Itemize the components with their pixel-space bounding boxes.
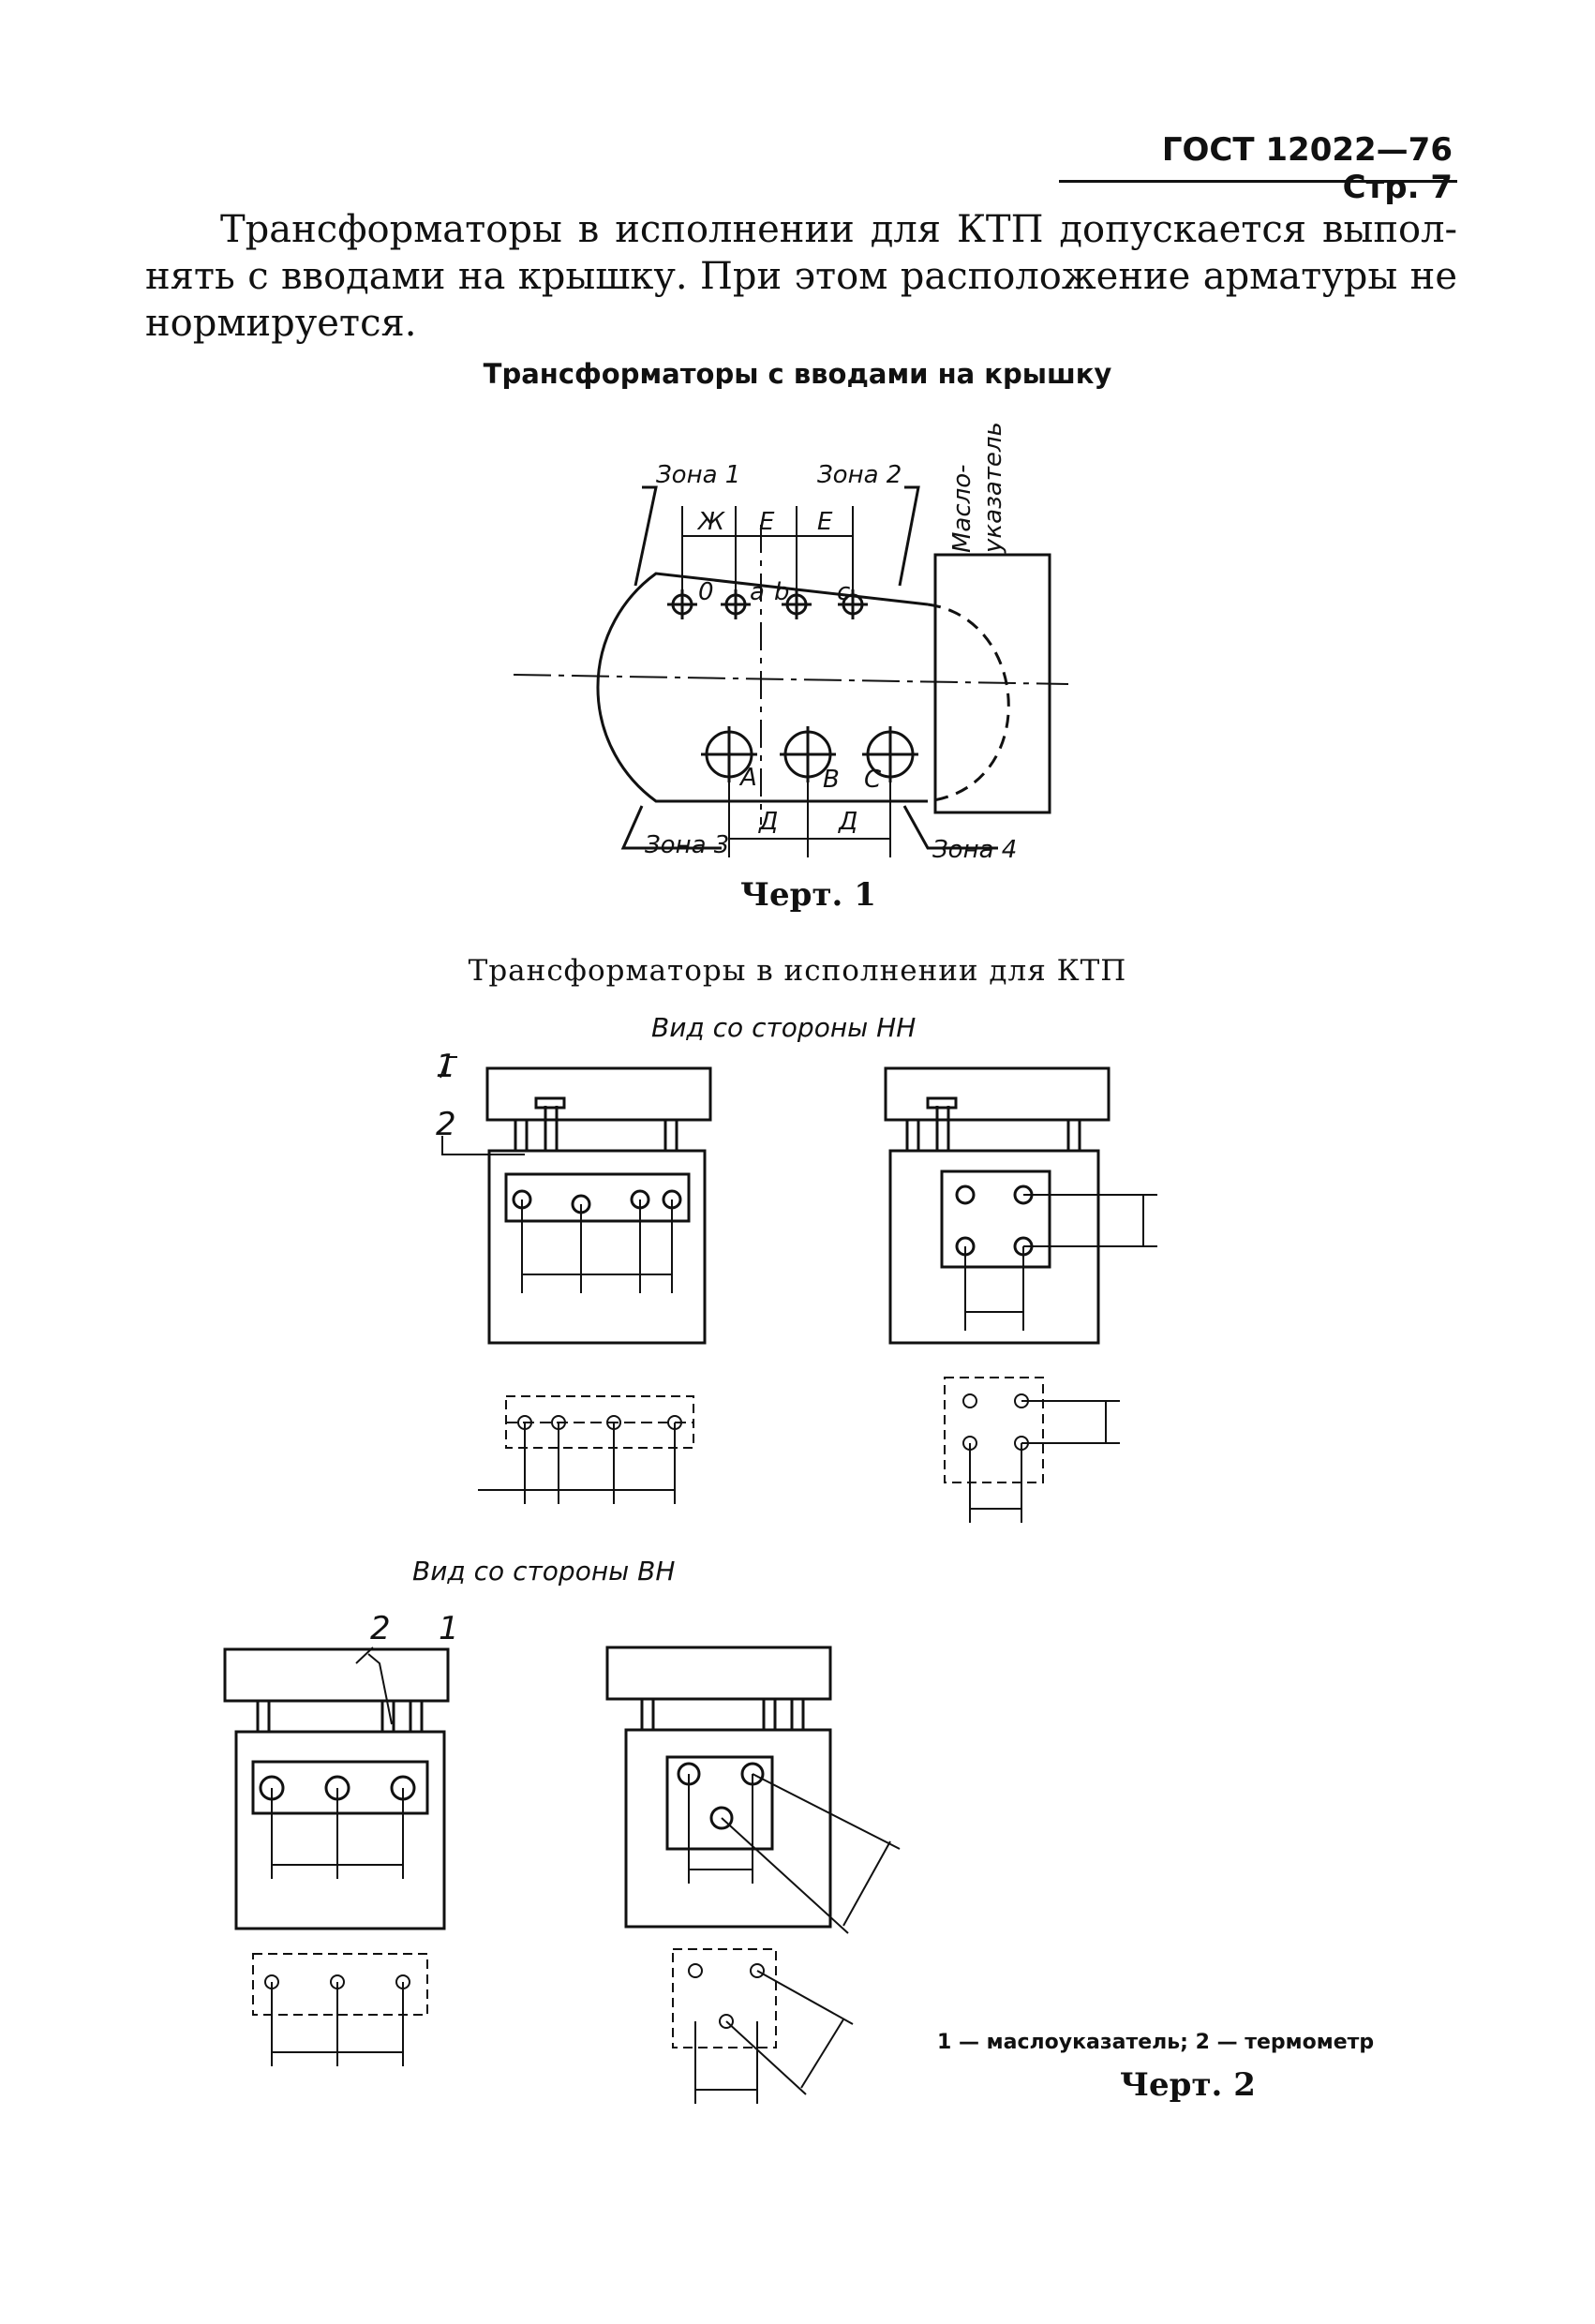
hv-dashed-variant-right: [672, 1948, 854, 2104]
lv-label-b: b: [774, 578, 790, 606]
tank-hidden-edge: [927, 603, 1010, 803]
zone3-label: Зона 3: [645, 831, 729, 859]
dim-e-label-1: Е: [759, 508, 775, 536]
lv-label-o: 0: [698, 578, 714, 606]
figure1-caption: Черт. 1: [740, 876, 876, 914]
dim-d-label-1: Д: [758, 808, 778, 836]
lv-unit-right: [884, 1066, 1157, 1345]
callout-2-hv: 2: [370, 1610, 391, 1647]
zone2-label: Зона 2: [817, 461, 902, 489]
zone4-leader: [902, 805, 998, 850]
lv-label-c: c: [837, 578, 850, 606]
zone1-label: Зона 1: [656, 461, 740, 489]
zone1-leader: [634, 485, 658, 587]
paragraph-line-1: Трансформаторы в исполнении для КТП допу…: [220, 208, 1457, 251]
hv-label-A: A: [738, 764, 757, 792]
figure2-caption: Черт. 2: [1120, 2066, 1256, 2104]
oil-indicator-box: [933, 553, 1051, 814]
lv-dashed-variant-right: [944, 1377, 1120, 1523]
callout-leaders: [355, 1056, 525, 1725]
oil-indicator-label-2: указатель: [979, 422, 1007, 554]
figure1-title: Трансформаторы с вводами на крышку: [483, 358, 1112, 390]
hv-bushings: [701, 726, 918, 782]
view-hv-label: Вид со стороны ВН: [412, 1556, 676, 1587]
figure2-legend: 1 — маслоуказатель; 2 — термометр: [937, 2031, 1375, 2054]
dim-d-label-2: Д: [838, 808, 857, 836]
paragraph-line-2: нять с вводами на крышку. При этом распо…: [145, 255, 1457, 298]
hv-unit-left: [223, 1647, 450, 1930]
view-lv-label: Вид со стороны НН: [651, 1012, 917, 1043]
dim-zh-label: Ж: [696, 508, 725, 536]
callout-1-lv: 1: [436, 1048, 456, 1085]
hv-label-C: C: [864, 766, 882, 794]
zone4-label: Зона 4: [932, 836, 1017, 864]
centerline-horizontal: [513, 674, 1069, 685]
callout-1-hv: 1: [439, 1610, 459, 1647]
lv-dashed-variant-left-marks: [478, 1415, 693, 1504]
dim-e-label-2: Е: [817, 508, 833, 536]
hv-dimension-lines: [728, 778, 891, 857]
intro-paragraph: Трансформаторы в исполнении для КТП допу…: [145, 206, 1457, 347]
zone3-leader: [620, 805, 722, 850]
callout-2-lv: 2: [436, 1106, 456, 1143]
figure2-title: Трансформаторы в исполнении для КТП: [468, 954, 1127, 988]
lv-dimension-lines: [681, 506, 854, 590]
lv-bushings: [667, 589, 868, 619]
tank-outline: [596, 572, 929, 803]
zone2-leader: [898, 485, 920, 587]
lv-label-a: a: [750, 578, 765, 606]
hv-unit-right: [605, 1646, 901, 1934]
paragraph-line-3: нормируется.: [145, 302, 417, 345]
lv-unit-left: [485, 1066, 712, 1345]
page-header: ГОСТ 12022—76 Стр. 7: [1161, 131, 1453, 206]
hv-label-B: В: [823, 766, 840, 794]
hv-dashed-variant-left: [252, 1953, 428, 2066]
header-rule: [1059, 180, 1457, 183]
oil-indicator-label-1: Масло-: [948, 464, 976, 553]
